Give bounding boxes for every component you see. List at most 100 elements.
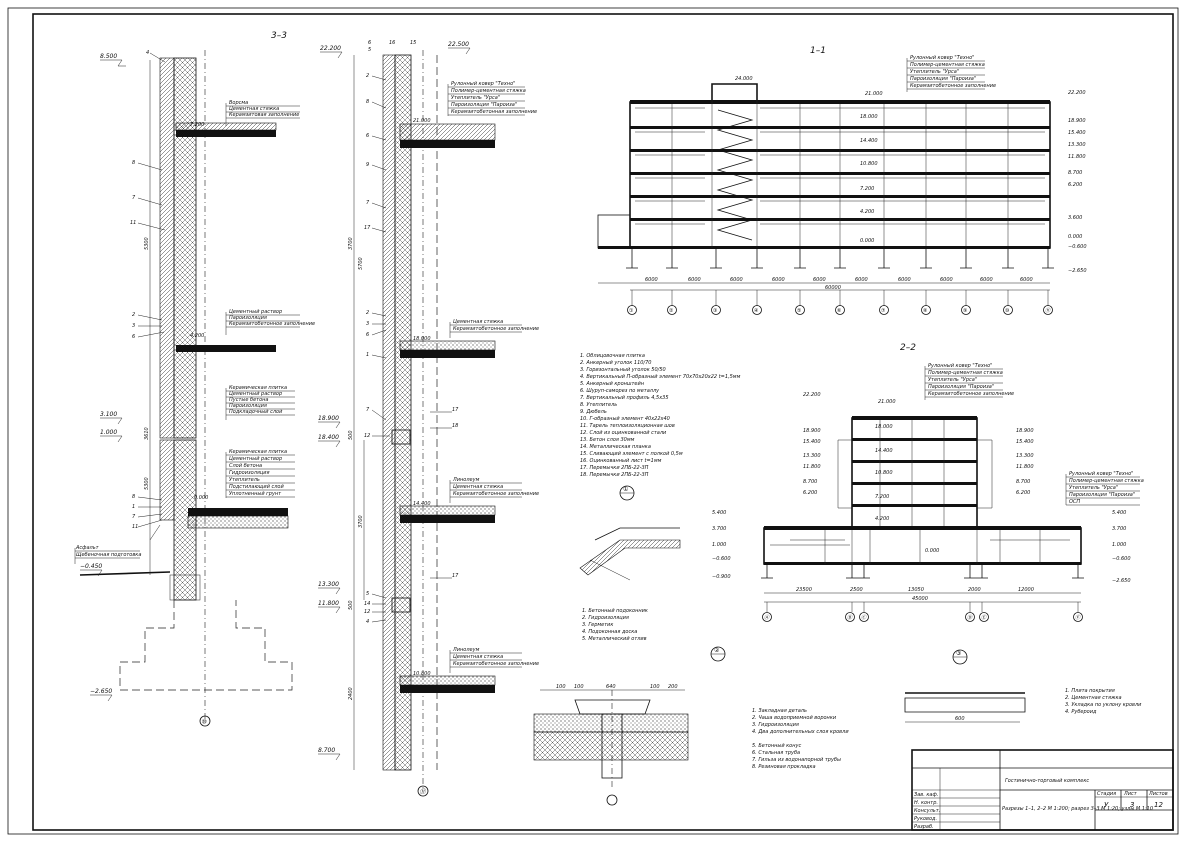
note: Цементная стяжка xyxy=(453,319,503,325)
wall-insulation-lower xyxy=(159,439,175,521)
floor-level: 18.000 xyxy=(413,336,431,342)
note: Пароизоляция "Пароиза" xyxy=(451,102,517,108)
axis-label: ② xyxy=(669,308,674,314)
axis-label: ⑪ xyxy=(1045,307,1051,314)
level: 15.400 xyxy=(1068,130,1086,136)
level: 1.000 xyxy=(1112,542,1126,548)
roof-slab xyxy=(400,140,495,148)
dim: 2000 xyxy=(968,587,981,593)
note: 1. Бетонный подоконник xyxy=(582,608,648,614)
legend-item: 18. Перемычки 2ПБ-22-3П xyxy=(580,472,649,478)
tower-partitions xyxy=(879,420,945,526)
tag: 8 xyxy=(132,494,135,500)
note: Подкладочный слой xyxy=(229,409,283,415)
legend-item: 1. Облицовочная плитка xyxy=(580,353,645,359)
stamp-row: Руковод. xyxy=(914,816,937,822)
floor-level: 0.000 xyxy=(194,495,208,501)
legend-item: 5. Анкерный кронштейн xyxy=(580,381,645,387)
level: −0.600 xyxy=(712,556,731,562)
dim: 500 xyxy=(348,430,354,440)
note: Рулонный ковер "Техно" xyxy=(451,81,515,87)
level: 3.100 xyxy=(100,411,117,418)
slab-3 xyxy=(904,697,1026,713)
level: 14.400 xyxy=(875,448,893,454)
axis-label: Ⓒ xyxy=(861,614,867,621)
level: 18.000 xyxy=(860,114,878,120)
dims-1-1: 6000 6000 6000 6000 6000 6000 6000 6000 … xyxy=(598,277,1050,291)
tag: 6 xyxy=(366,332,369,338)
level: 11.800 xyxy=(318,600,339,607)
level: 1.000 xyxy=(712,542,726,548)
tag: 2 xyxy=(366,310,369,316)
note: Пароизоляция "Пароиза" xyxy=(928,384,994,390)
tag: 8 xyxy=(366,99,369,105)
note: 1. Плита покрытия xyxy=(1065,688,1115,694)
level: 10.800 xyxy=(860,161,878,167)
tag: 11 xyxy=(130,220,136,226)
funnel xyxy=(574,699,651,715)
roof-note-1-1: Рулонный ковер "Техно" Полимер-цементная… xyxy=(906,55,996,92)
level: 3.700 xyxy=(712,526,726,532)
note: Слой бетона xyxy=(229,463,262,469)
legend-item: 4. Вертикальный П-образный элемент 70х70… xyxy=(580,374,741,380)
level: 4.200 xyxy=(860,209,874,215)
note: Керамзитобетонное заполнение xyxy=(453,491,539,497)
tag: 2 xyxy=(132,312,135,318)
note: Линолеум xyxy=(452,647,480,653)
legend-item: 6. Шуруп-саморез по металлу xyxy=(580,388,660,394)
detail-1: ① 1. Бетонный подоконник 2. Гидроизоляци… xyxy=(579,485,681,642)
note: Керамическая плитка xyxy=(229,385,287,391)
note: Пароизоляция "Пароиза" xyxy=(910,76,976,82)
level: 22.200 xyxy=(803,392,821,398)
section-2-2: 2–2 22.200 21.000 18.000 14.400 xyxy=(712,343,1144,622)
tag: 9 xyxy=(366,162,369,168)
axis-label: ⑤ xyxy=(797,308,801,314)
note: Пароизоляция xyxy=(229,315,267,321)
floor-slab-2 xyxy=(176,345,276,352)
tag: 7 xyxy=(132,195,136,201)
level: 7.200 xyxy=(860,186,874,192)
dim: 6000 xyxy=(730,277,743,283)
note: Керамзитовая заполнение xyxy=(229,112,299,118)
note: 3. Укладка по уклону кровли xyxy=(1065,702,1142,708)
axis-marker xyxy=(199,715,211,727)
dim: 3700 xyxy=(348,237,354,250)
legend-item: 15. Сливающий элемент с полкой 0,5м xyxy=(580,451,683,457)
level: 13.300 xyxy=(803,453,821,459)
level: 8.700 xyxy=(1016,479,1030,485)
floor-slab-1 xyxy=(188,508,288,516)
foundation-wall xyxy=(169,574,201,601)
note: Цементная стяжка xyxy=(453,654,503,660)
level: 11.800 xyxy=(1068,154,1086,160)
stamp-sheet: 3 xyxy=(1130,801,1134,809)
tag: 1 xyxy=(366,352,369,358)
level: 4.200 xyxy=(875,516,889,522)
tag: 11 xyxy=(132,524,138,530)
note: Керамзитобетонное заполнение xyxy=(229,321,315,327)
tag: 1 xyxy=(132,504,135,510)
level: 18.000 xyxy=(875,424,893,430)
balconies xyxy=(837,439,993,509)
tag: 17 xyxy=(452,573,459,579)
tag: 4 xyxy=(366,619,369,625)
floor-slab xyxy=(400,515,495,523)
note: 8. Резиновая прокладка xyxy=(752,764,816,770)
tag: 14 xyxy=(364,601,370,607)
tags-3-3: 4 8 7 11 2 3 6 8 1 7 11 xyxy=(130,50,166,541)
foundation-outline xyxy=(119,600,293,691)
note: Керамзитобетонное заполнение xyxy=(453,661,539,667)
legend-item: 3. Горизонтальный уголок 50/50 xyxy=(580,367,666,373)
tag: 7 xyxy=(132,514,136,520)
note: Утеплитель "Урса" xyxy=(910,69,959,75)
sill-top xyxy=(594,527,680,541)
axis-label: Ⓔ xyxy=(981,614,987,621)
tag: 3 xyxy=(366,321,369,327)
section-2-2-title: 2–2 xyxy=(900,343,916,353)
tag: 12 xyxy=(364,609,370,615)
note: Асфальт xyxy=(75,545,100,551)
dims-wall: 3700 500 3700 500 5700 2400 xyxy=(348,55,365,770)
tag: 6 xyxy=(366,133,369,139)
note: Пароизоляция "Пароиза" xyxy=(1069,492,1135,498)
axis-label: Ⓑ xyxy=(847,614,853,621)
